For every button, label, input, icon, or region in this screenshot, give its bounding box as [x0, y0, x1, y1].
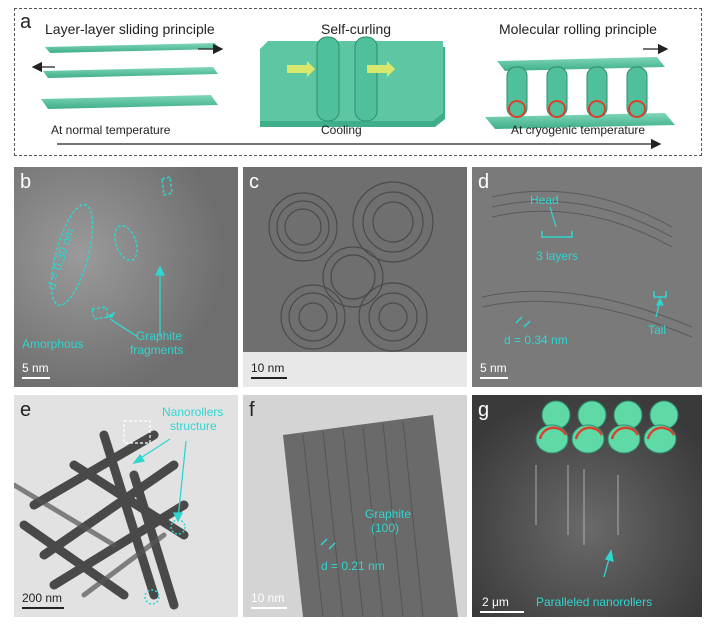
label-normal-temperature: At normal temperature — [51, 123, 171, 137]
graphite-line1: Graphite — [365, 507, 412, 521]
scale-bar — [251, 607, 287, 609]
panel-c-onion-structures — [243, 181, 467, 387]
panel-b-tem-image: b d = 0.30 nm Amorphous Graphite fragmen… — [14, 167, 238, 387]
self-curling-sheet — [260, 36, 445, 127]
tail-label: Tail — [648, 323, 667, 337]
title-sliding: Layer-layer sliding principle — [45, 21, 215, 37]
panel-f-label: f — [249, 399, 255, 421]
nanorollers-line1: Nanorollers — [162, 405, 224, 419]
paralleled-nanorollers-label: Paralleled nanorollers — [536, 595, 653, 609]
panel-c-tem-image: c 10 nm — [243, 167, 467, 387]
panel-b-label: b — [20, 171, 32, 193]
scale-label: 5 nm — [480, 361, 507, 375]
amorphous-label: Amorphous — [22, 337, 84, 351]
layers-label: 3 layers — [536, 249, 579, 263]
scale-label: 5 nm — [22, 361, 49, 375]
scale-label: 200 nm — [22, 591, 63, 605]
panel-f-annotations — [283, 415, 458, 617]
graphite-fragments-line1: Graphite — [136, 329, 183, 343]
scale-bar — [22, 377, 50, 379]
graphite-line2: (100) — [371, 521, 400, 535]
panel-f-tem-image: f Graphite (100) d = 0.21 nm 10 nm — [243, 395, 467, 617]
panel-g-label: g — [478, 399, 490, 421]
sliding-sheets — [31, 43, 224, 109]
scale-bar — [251, 377, 287, 379]
scale-label: 10 nm — [251, 591, 285, 605]
panel-a-label: a — [20, 11, 32, 33]
panel-c-label: c — [249, 171, 259, 193]
spacing-label: d = 0.34 nm — [504, 333, 568, 347]
panel-d-annotations — [481, 190, 693, 338]
panel-b-annotations — [50, 176, 173, 338]
head-label: Head — [530, 193, 559, 207]
scale-bar — [22, 607, 64, 609]
panel-g-sem-image: g Paralleled nanorollers 2 μm — [472, 395, 702, 617]
graphite-fragments-line2: fragments — [130, 343, 184, 357]
label-cooling: Cooling — [321, 123, 362, 137]
scale-bar — [480, 377, 508, 379]
nanorollers-line2: structure — [170, 419, 217, 433]
title-rolling: Molecular rolling principle — [499, 21, 657, 37]
label-cryogenic-temperature: At cryogenic temperature — [511, 123, 646, 137]
panel-d-label: d — [478, 171, 490, 193]
panel-e-nanorollers — [14, 420, 189, 610]
molecular-rollers — [485, 43, 675, 129]
scale-bar — [480, 611, 524, 613]
scale-label: 2 μm — [482, 595, 509, 609]
panel-e-tem-image: e Nanorollers structure 200 nm — [14, 395, 238, 617]
panel-a-illustration — [31, 36, 675, 150]
panel-e-label: e — [20, 399, 32, 421]
spacing-label: d = 0.21 nm — [321, 559, 385, 573]
panel-d-tem-image: d Head 3 layers d = 0.34 nm Tail 5 nm — [472, 167, 702, 387]
title-self-curling: Self-curling — [321, 21, 392, 37]
panel-a-schematic: a Layer-layer sliding principle Self-cur… — [14, 8, 702, 156]
scale-label: 10 nm — [251, 361, 285, 375]
panel-g-rollers — [535, 400, 679, 578]
